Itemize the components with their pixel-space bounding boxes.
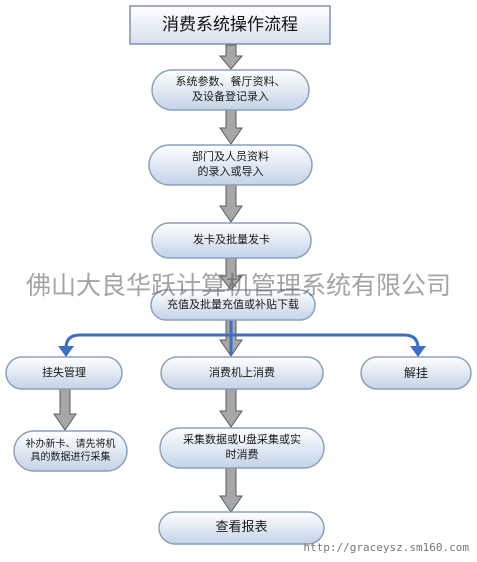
- node-reissue-box: [13, 430, 128, 472]
- title-box: [129, 5, 331, 45]
- node-loss-report-box: [5, 356, 123, 390]
- source-url: http://graceysz.sm160.com: [303, 541, 469, 554]
- arrow-head-icon: [58, 346, 426, 357]
- branch-connector: [64, 320, 420, 355]
- node-report-box: [158, 511, 325, 545]
- down-arrow-icon: [219, 182, 243, 223]
- down-arrow-icon: [219, 108, 243, 145]
- node-collect-box: [159, 427, 325, 469]
- down-arrow-icon: [219, 467, 243, 513]
- node-setup-box: [151, 69, 310, 111]
- node-machine-consume-box: [160, 356, 324, 390]
- watermark-text: 佛山大良华跃计算机管理系统有限公司: [25, 271, 451, 300]
- node-staff-box: [148, 144, 313, 186]
- node-recharge-box: [150, 289, 316, 321]
- node-unlock-box: [360, 356, 472, 390]
- down-arrow-icon: [218, 255, 244, 291]
- node-card-issue-box: [151, 222, 312, 259]
- down-arrow-icon: [219, 387, 243, 428]
- down-arrow-icon: [53, 387, 77, 431]
- down-arrow-icon: [218, 44, 244, 70]
